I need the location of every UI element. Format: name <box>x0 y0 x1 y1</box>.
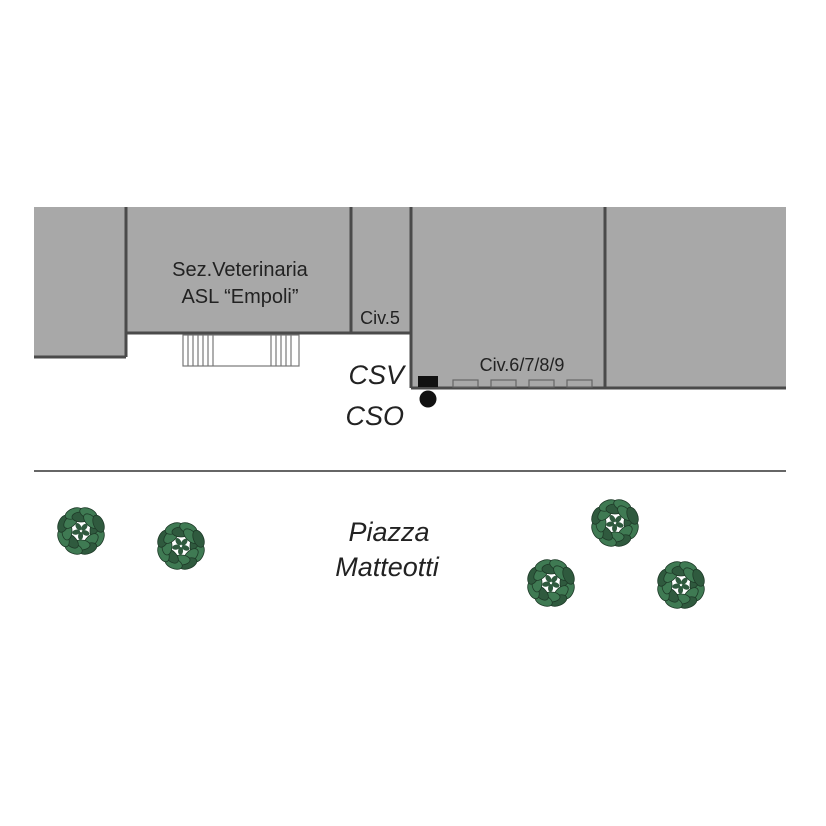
building-left[interactable] <box>34 207 126 357</box>
csv-label: CSV <box>348 360 407 390</box>
tree-leaf <box>615 522 624 528</box>
tree-icon <box>591 499 639 547</box>
tree-leaf <box>181 545 190 551</box>
buildings-block <box>34 207 786 390</box>
steps <box>182 334 300 367</box>
tree-leaf <box>81 530 90 536</box>
building-outlines <box>34 207 786 390</box>
tree-leaf <box>692 568 705 587</box>
civ5-label: Civ.5 <box>360 308 400 328</box>
building-civ6789[interactable] <box>411 207 605 388</box>
trees-group <box>57 499 705 609</box>
tree-icon <box>657 561 705 609</box>
tree-icon <box>527 559 575 607</box>
tree-icon <box>157 522 205 570</box>
tree-leaf <box>609 515 616 523</box>
tree-leaf <box>192 529 205 548</box>
tree-leaf <box>612 523 618 532</box>
tree-leaf <box>606 521 615 527</box>
building-civ5[interactable] <box>351 207 411 333</box>
tree-leaf <box>75 523 82 531</box>
tree-leaf <box>175 538 182 546</box>
tree-leaf <box>178 546 184 555</box>
tree-leaf <box>181 538 188 546</box>
building-asl[interactable] <box>126 207 351 333</box>
tree-leaf <box>681 584 690 590</box>
cso-label: CSO <box>345 401 404 431</box>
asl-label-line2: ASL “Empoli” <box>181 286 298 308</box>
civ6789-label: Civ.6/7/8/9 <box>480 355 565 375</box>
entrance-boxes <box>452 379 593 388</box>
square-marker-icon[interactable] <box>418 376 438 387</box>
tree-icon <box>57 507 105 555</box>
tree-leaf <box>672 583 681 589</box>
tree-leaf <box>545 575 552 583</box>
tree-leaf <box>551 582 560 588</box>
tree-leaf <box>548 583 554 592</box>
tree-leaf <box>92 514 105 533</box>
tree-leaf <box>81 523 88 531</box>
tree-leaf <box>626 506 639 525</box>
tree-leaf <box>615 515 622 523</box>
tree-leaf <box>542 581 551 587</box>
tree-leaf <box>562 566 575 585</box>
tree-leaf <box>78 531 84 540</box>
asl-label-line1: Sez.Veterinaria <box>172 259 309 281</box>
square-label-line1: Piazza <box>348 517 429 547</box>
tree-leaf <box>551 575 558 583</box>
square-label-line2: Matteotti <box>335 552 440 582</box>
tree-leaf <box>675 577 682 585</box>
tree-leaf <box>172 544 181 550</box>
building-right[interactable] <box>605 207 786 388</box>
tree-leaf <box>681 577 688 585</box>
circle-marker-icon[interactable] <box>419 390 437 408</box>
tree-leaf <box>678 585 684 594</box>
tree-leaf <box>72 529 81 535</box>
